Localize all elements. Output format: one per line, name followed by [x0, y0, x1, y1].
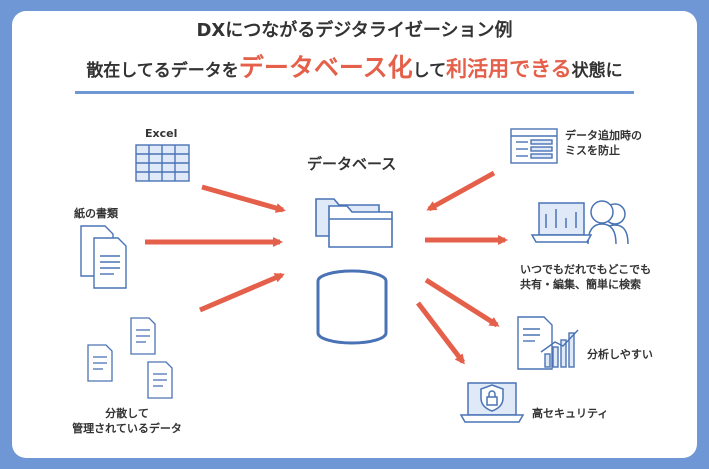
arrow-form-to-db [426, 170, 496, 212]
arrows-out [416, 235, 508, 365]
title-line-1: DXにつながるデジタライゼーション例 [196, 20, 513, 41]
security-label: 高セキュリティ [532, 407, 609, 420]
security-laptop-icon [459, 382, 525, 423]
prevent-errors-line-1: データ追加時の [565, 129, 642, 142]
form-icon [510, 128, 558, 164]
arrow-db-to-security [416, 301, 465, 365]
database-icon [316, 269, 388, 345]
arrow-excel-to-db [201, 184, 286, 213]
folder-icon [315, 198, 393, 248]
title-part-2: して [412, 61, 447, 81]
title-part-1: 散在してるデータを [86, 61, 239, 81]
paper-documents-icon [80, 225, 127, 289]
excel-label: Excel [145, 127, 178, 140]
arrows-in [145, 170, 496, 313]
access-label: いつでもだれでもどこでも 共有・編集、簡単に検索 [520, 262, 651, 292]
paper-label: 紙の書類 [74, 207, 118, 220]
arrow-scattered-to-db [199, 272, 285, 313]
title-highlight-1: データベース化 [238, 53, 413, 82]
arrow-db-to-analysis [424, 277, 500, 328]
access-line-1: いつでもだれでもどこでも [520, 263, 652, 276]
title-underline [75, 91, 634, 94]
scattered-label: 分散して 管理されているデータ [52, 406, 202, 436]
database-label: データベース [307, 155, 397, 173]
title-line-2: 散在してるデータをデータベース化して利活用できる状態に [0, 48, 709, 84]
scattered-label-line-2: 管理されているデータ [72, 422, 182, 435]
spreadsheet-icon [135, 144, 190, 182]
prevent-errors-line-2: ミスを防止 [565, 144, 620, 157]
people-laptop-icon [530, 200, 629, 245]
analysis-label: 分析しやすい [587, 348, 653, 361]
access-line-2: 共有・編集、簡単に検索 [520, 278, 641, 291]
title-highlight-2: 利活用できる [446, 57, 572, 81]
prevent-errors-label: データ追加時の ミスを防止 [565, 128, 642, 158]
scattered-label-line-1: 分散して [105, 407, 149, 420]
scattered-documents-icon [87, 317, 173, 399]
chart-document-icon [517, 316, 579, 370]
title-part-3: 状態に [571, 61, 623, 81]
